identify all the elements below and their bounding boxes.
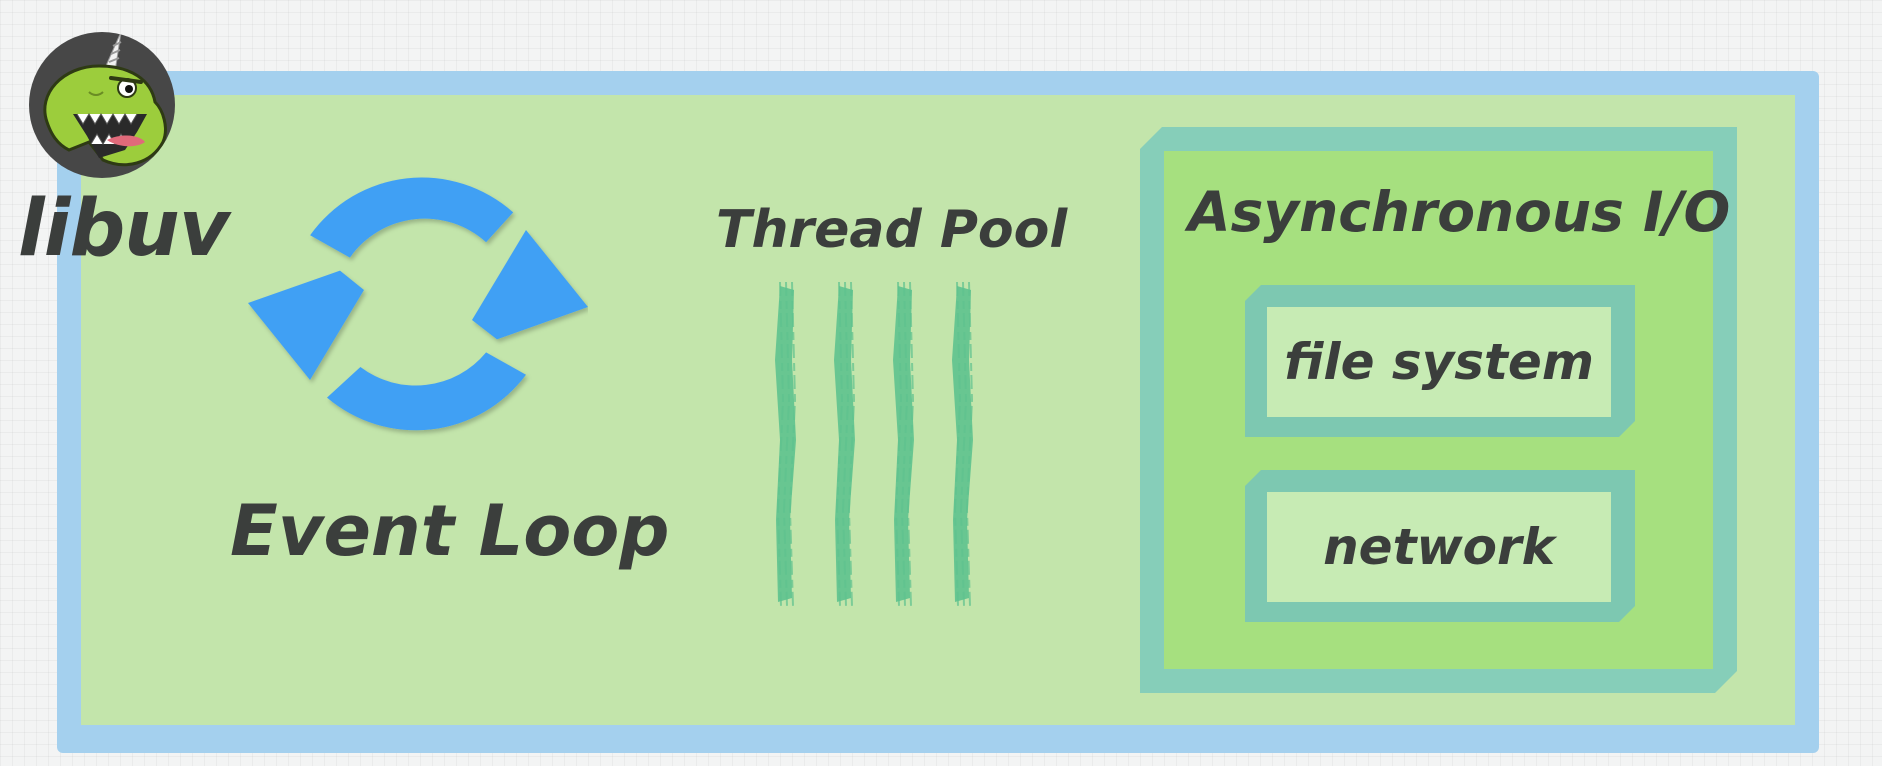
thread-stroke [952, 281, 974, 607]
thread-pool-threads [775, 281, 974, 607]
refresh-icon [248, 177, 588, 431]
file-system-box: file system [1267, 307, 1611, 417]
network-box: network [1267, 492, 1611, 602]
network-label: network [1323, 518, 1555, 576]
thread-stroke [834, 281, 856, 607]
event-loop-label: Event Loop [230, 490, 670, 572]
trex-unicorn-icon [29, 32, 175, 178]
thread-pool-label: Thread Pool [716, 200, 1068, 260]
network-module: network [1245, 470, 1635, 622]
file-system-label: file system [1284, 333, 1594, 391]
thread-stroke [893, 281, 915, 607]
thread-stroke [775, 281, 797, 607]
libuv-title: libuv [18, 184, 230, 274]
file-system-module: file system [1245, 285, 1635, 437]
async-io-label: Asynchronous I/O [1188, 180, 1731, 244]
